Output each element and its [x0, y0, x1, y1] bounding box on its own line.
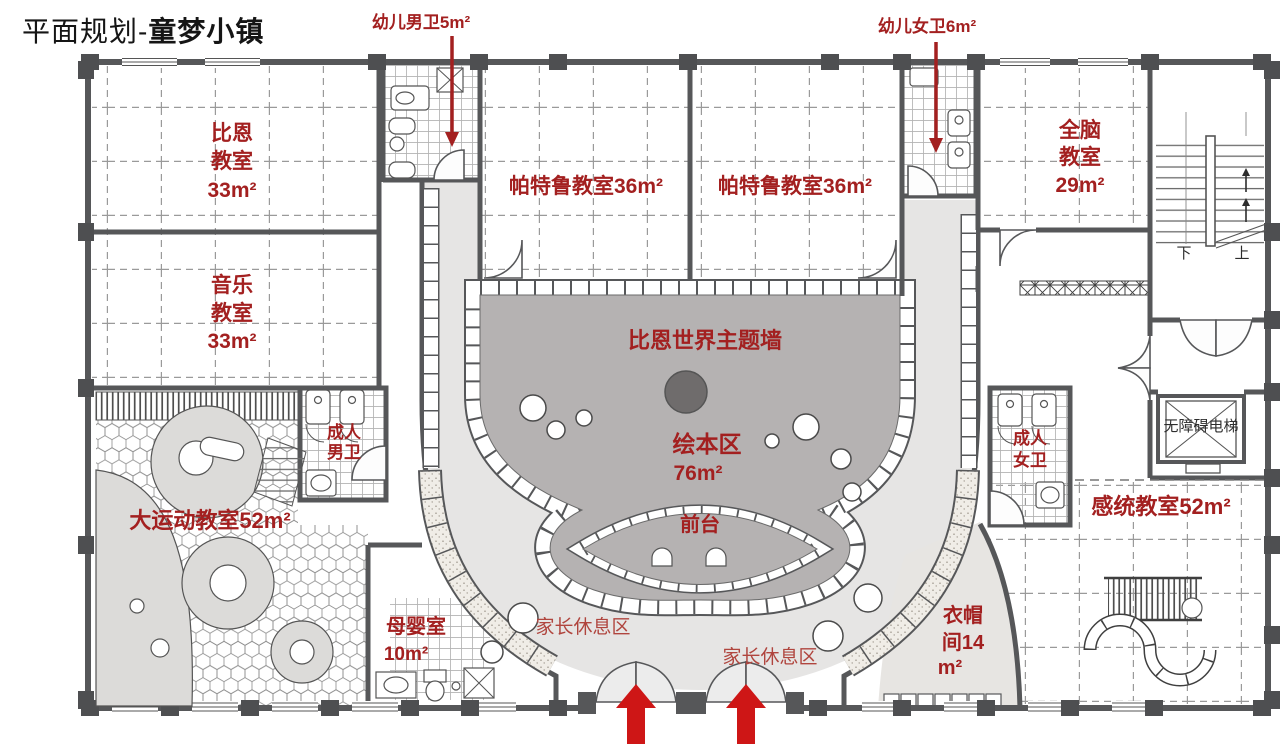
cloakroom-wall	[977, 522, 1023, 709]
doors	[351, 149, 1253, 526]
label-stairs-up: 上	[1234, 245, 1249, 262]
patelu-right-floor	[692, 66, 900, 278]
label-whole-brain-line2: 教室	[1059, 145, 1101, 169]
label-reception: 前台	[680, 512, 720, 536]
lobby-door-leaf	[1117, 367, 1151, 401]
label-adult-male-line1: 成人	[327, 422, 362, 442]
label-picture-book: 绘本区	[673, 431, 742, 457]
door-arc	[907, 165, 939, 197]
seating-circles	[480, 370, 883, 664]
door-arc	[857, 239, 897, 279]
reception-chair	[705, 547, 727, 567]
entrance-door-leaf	[635, 661, 677, 703]
girl-toilet-fixtures	[909, 67, 971, 169]
label-sensory: 感统教室52m²	[1091, 494, 1230, 519]
center-column	[664, 370, 708, 414]
label-bien-line1: 比恩	[211, 122, 253, 145]
door-arc	[433, 149, 465, 181]
door-arc	[999, 229, 1037, 267]
reception-chair	[651, 547, 673, 567]
label-picture-book-area: 76m²	[673, 462, 722, 485]
adult-male-wc-fixtures	[305, 389, 365, 497]
columns	[78, 54, 1280, 716]
label-adult-male-line2: 男卫	[327, 443, 361, 462]
leader-arrow-icon	[445, 132, 459, 147]
boy-toilet-fixtures	[388, 67, 464, 179]
label-callout-boy-toilet: 幼儿男卫5m²	[372, 12, 471, 32]
door-arc	[351, 445, 387, 481]
sensory-equipment	[1083, 576, 1217, 687]
reception-desk	[565, 504, 835, 594]
label-adult-female-line2: 女卫	[1013, 450, 1047, 470]
page-title-name: 童梦小镇	[148, 16, 265, 47]
label-parent-rest-right: 家长休息区	[722, 646, 817, 668]
label-whole-brain-line3: 29m²	[1055, 174, 1104, 197]
nursing-fixtures	[375, 667, 495, 702]
page-title-prefix: 平面规划-	[22, 16, 149, 47]
label-stairs-down: 下	[1176, 245, 1191, 262]
elevator	[1156, 394, 1246, 474]
leader-arrow-icon	[929, 138, 943, 153]
label-cloakroom-line2: 间14	[942, 631, 985, 654]
label-elevator: 无障碍电梯	[1163, 417, 1238, 435]
label-cloakroom-line3: m²	[938, 657, 963, 679]
page-title: 平面规划-童梦小镇	[22, 10, 264, 50]
cloakroom-floor	[878, 522, 1020, 708]
speckled-bands	[418, 469, 980, 677]
door-arc	[483, 239, 523, 279]
entrance-arrow-icon	[616, 684, 656, 744]
label-music-line3: 33m²	[207, 330, 256, 353]
label-whole-brain-line1: 全脑	[1058, 118, 1101, 142]
entrance	[578, 661, 804, 744]
adult-female-wc-fixtures	[997, 393, 1065, 509]
label-music-line2: 教室	[211, 301, 253, 325]
music-classroom-floor	[92, 234, 377, 386]
label-bien-line3: 33m²	[207, 179, 256, 202]
label-cloakroom-line1: 衣帽	[943, 603, 983, 627]
label-gross-motor: 大运动教室52m²	[129, 508, 290, 533]
label-nursing-line2: 10m²	[384, 644, 428, 665]
entrance-door-leaf	[745, 661, 787, 703]
shelf-bands-upper	[422, 188, 978, 468]
label-bien-line2: 教室	[211, 149, 253, 173]
stairs-door-leaf	[1215, 319, 1253, 357]
gross-motor-equipment	[95, 405, 334, 707]
staircase	[1156, 112, 1267, 249]
patelu-left-floor	[482, 66, 688, 278]
label-music-line1: 音乐	[211, 273, 253, 297]
label-callout-girl-toilet: 幼儿女卫6m²	[878, 16, 977, 36]
label-patelu-right: 帕特鲁教室36m²	[718, 174, 872, 198]
interior-walls	[88, 62, 1270, 708]
label-nursing-line1: 母婴室	[386, 614, 446, 638]
label-parent-rest-left: 家长休息区	[535, 616, 630, 638]
picture-book-area	[464, 279, 916, 617]
bien-classroom-floor	[92, 66, 377, 230]
entrance-arrow-icon	[726, 684, 766, 744]
whole-brain-floor	[980, 66, 1148, 228]
stairs-door-leaf	[1179, 319, 1217, 357]
label-adult-female-line1: 成人	[1013, 428, 1048, 448]
door-arc	[989, 490, 1025, 526]
label-theme-wall: 比恩世界主题墙	[628, 328, 782, 353]
lobby-door-leaf	[1117, 335, 1151, 369]
label-patelu-left: 帕特鲁教室36m²	[509, 174, 663, 198]
hatch-band-right	[1019, 280, 1149, 296]
callout-leaders	[445, 36, 943, 153]
